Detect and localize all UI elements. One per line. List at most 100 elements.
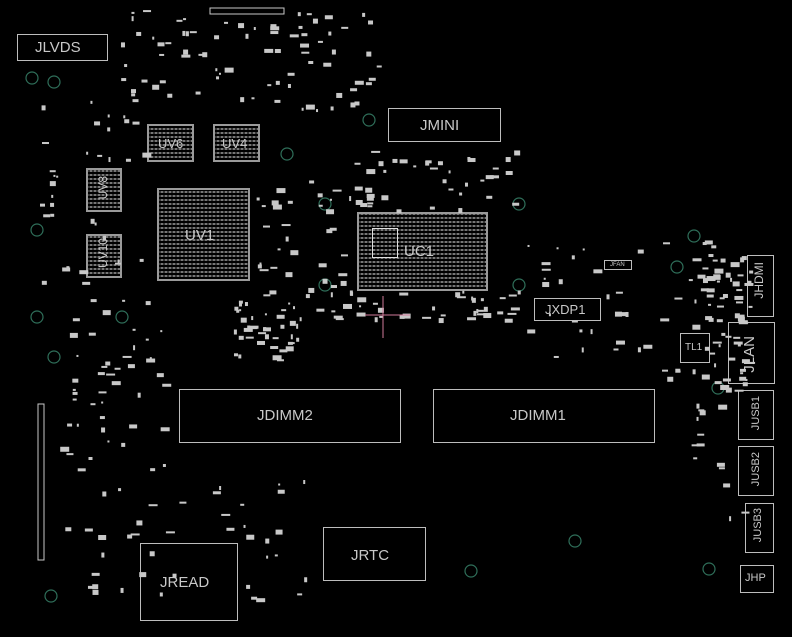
jdimm2-slot[interactable]	[179, 389, 401, 443]
smd-pad	[98, 391, 107, 394]
jusb3-connector[interactable]	[745, 503, 774, 553]
smd-pad	[72, 388, 76, 391]
smd-pad	[458, 208, 463, 214]
mounting-hole	[30, 223, 44, 237]
jlan-connector[interactable]	[728, 322, 775, 384]
smd-pad	[249, 325, 259, 329]
jxdp1-connector[interactable]	[534, 298, 601, 321]
smd-pad	[233, 353, 238, 357]
smd-pad	[179, 501, 187, 504]
smd-pad	[107, 114, 110, 118]
smd-pad	[88, 456, 93, 460]
smd-pad	[718, 344, 721, 348]
smd-pad	[272, 337, 279, 340]
smd-pad	[329, 227, 337, 231]
smd-pad	[185, 31, 189, 37]
smd-pad	[332, 189, 342, 192]
smd-pad	[700, 288, 709, 292]
smd-pad	[725, 272, 731, 278]
smd-pad	[268, 327, 271, 331]
smd-pad	[72, 391, 78, 395]
smd-pad	[619, 312, 628, 317]
smd-pad	[167, 93, 173, 98]
smd-pad	[76, 423, 79, 427]
smd-pad	[706, 276, 716, 282]
smd-pad	[234, 306, 239, 311]
smd-pad	[270, 266, 278, 269]
smd-pad	[274, 49, 281, 54]
smd-pad	[483, 313, 492, 319]
smd-pad	[341, 26, 349, 29]
uv4-chip[interactable]	[213, 124, 260, 162]
smd-pad	[693, 457, 698, 460]
smd-pad	[136, 31, 142, 36]
smd-pad	[41, 105, 46, 111]
jhp-connector[interactable]	[740, 565, 774, 593]
jdimm1-slot[interactable]	[433, 389, 655, 443]
smd-pad	[696, 403, 700, 409]
mounting-hole	[512, 278, 526, 292]
uc1-cpu-chip[interactable]	[357, 212, 488, 291]
uv6-chip[interactable]	[147, 124, 194, 162]
smd-pad	[734, 389, 744, 392]
smd-pad	[287, 200, 293, 204]
smd-pad	[734, 295, 744, 300]
smd-pad	[181, 54, 191, 58]
jlvds-connector[interactable]	[17, 34, 108, 61]
smd-pad	[317, 40, 323, 43]
smd-pad	[162, 383, 172, 387]
smd-pad	[377, 307, 384, 313]
smd-pad	[438, 318, 444, 324]
uv1-gpu-chip[interactable]	[157, 188, 250, 281]
uv8-chip[interactable]	[86, 168, 122, 212]
smd-pad	[367, 205, 373, 208]
smd-pad	[749, 270, 754, 274]
jfan-connector[interactable]	[604, 260, 632, 270]
smd-pad	[541, 268, 551, 271]
jusb1-connector[interactable]	[738, 390, 774, 440]
smd-pad	[149, 551, 155, 557]
smd-pad	[399, 314, 405, 319]
smd-pad	[297, 593, 303, 596]
smd-pad	[216, 76, 220, 80]
smd-pad	[287, 72, 295, 76]
jread-label: JREAD	[160, 574, 210, 591]
smd-pad	[741, 359, 750, 364]
smd-pad	[615, 340, 625, 345]
mounting-hole	[25, 71, 39, 85]
uv10-chip[interactable]	[86, 234, 122, 278]
smd-pad	[276, 314, 285, 319]
mounting-hole	[44, 589, 58, 603]
smd-pad	[663, 242, 671, 245]
smd-pad	[87, 585, 96, 589]
smd-pad	[725, 387, 732, 393]
smd-pad	[288, 302, 291, 305]
smd-pad	[240, 503, 245, 506]
smd-pad	[41, 280, 47, 285]
smd-pad	[308, 287, 315, 293]
smd-pad	[94, 222, 97, 226]
smd-pad	[101, 401, 104, 404]
smd-pad	[713, 274, 721, 279]
smd-pad	[296, 323, 299, 329]
smd-pad	[259, 262, 262, 265]
smd-pad	[301, 33, 308, 37]
smd-pad	[702, 242, 707, 246]
smd-pad	[510, 307, 520, 311]
smd-pad	[251, 316, 254, 321]
smd-pad	[729, 516, 732, 522]
smd-pad	[362, 12, 366, 17]
jrtc-connector[interactable]	[323, 527, 426, 581]
smd-pad	[238, 300, 243, 304]
smd-pad	[290, 334, 293, 340]
smd-pad	[720, 384, 730, 390]
smd-pad	[238, 354, 242, 359]
jmini-connector[interactable]	[388, 108, 501, 142]
smd-pad	[130, 89, 136, 94]
jhdmi-connector[interactable]	[747, 255, 774, 317]
smd-pad	[590, 329, 593, 335]
jusb2-connector[interactable]	[738, 446, 774, 496]
jread-connector[interactable]	[140, 543, 238, 621]
smd-pad	[131, 93, 136, 97]
smd-pad	[280, 324, 285, 329]
